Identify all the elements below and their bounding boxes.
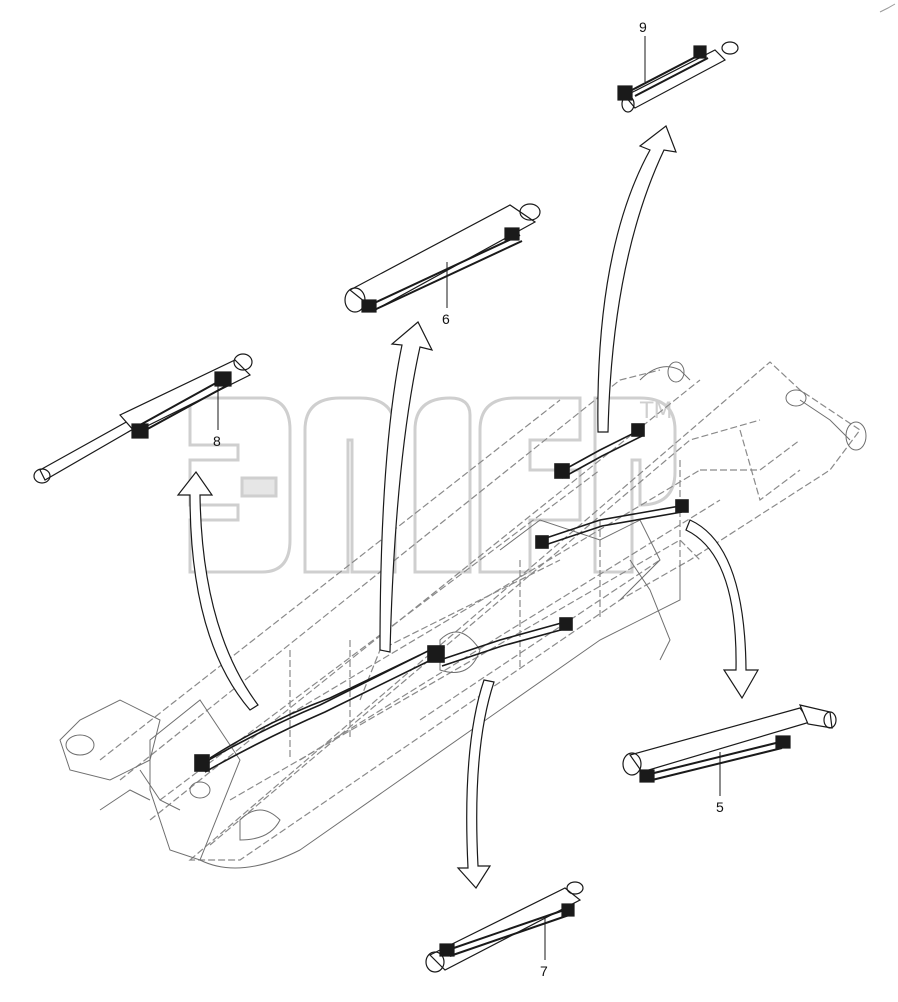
part-7-cylinder-assembly	[425, 881, 584, 973]
arrow-to-9	[597, 125, 677, 433]
arrow-to-5	[685, 519, 760, 700]
part-5-cylinder-assembly	[622, 704, 837, 783]
arrow-to-8	[176, 470, 259, 711]
watermark-tm: TM	[639, 399, 672, 424]
part-9-cylinder-assembly	[617, 41, 739, 113]
part-6-cylinder-assembly	[344, 203, 541, 313]
corner-mark	[879, 3, 896, 13]
callout-7: 7	[540, 963, 548, 979]
callout-9: 9	[639, 19, 647, 35]
arrow-to-6	[379, 321, 434, 653]
explosion-arrows	[176, 125, 760, 889]
part-8-cylinder-assembly	[33, 353, 253, 484]
callout-6: 6	[442, 311, 450, 327]
callout-8: 8	[213, 433, 221, 449]
callout-5: 5	[716, 799, 724, 815]
boom-outline	[59, 361, 867, 869]
installed-hydraulic-lines	[194, 423, 689, 773]
arrow-to-7	[456, 679, 495, 889]
watermark-logo	[188, 396, 677, 574]
